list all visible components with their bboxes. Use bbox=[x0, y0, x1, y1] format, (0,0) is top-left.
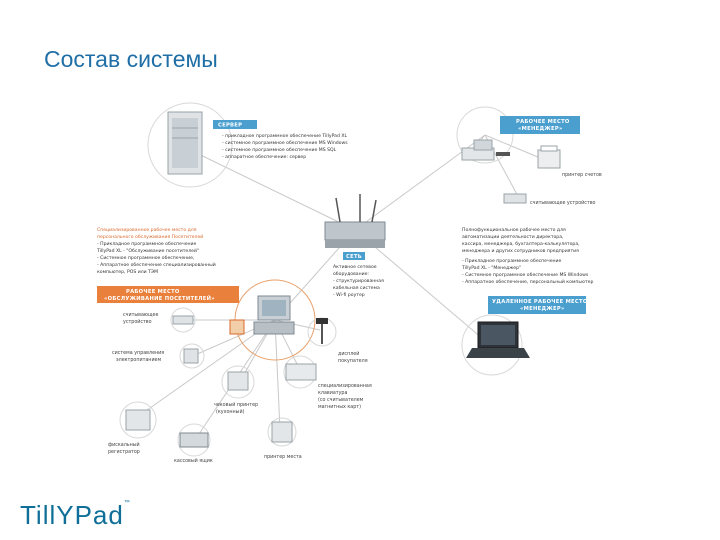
logo-text: TillYPad bbox=[20, 500, 124, 530]
peripheral-receipt-printer: чековый принтер (кухонный) bbox=[214, 365, 258, 415]
bill-printer-icon bbox=[537, 145, 561, 169]
pos-terminal-icon bbox=[253, 295, 295, 335]
right-block-line: - Аппаратное обеспечение, персональный к… bbox=[462, 278, 593, 285]
reader-label: считывающее bbox=[123, 313, 158, 318]
access-label: электропитанием bbox=[116, 358, 162, 363]
card-reader-device-icon bbox=[172, 315, 194, 325]
peripheral-fiscal: фискальный регистратор bbox=[108, 401, 157, 455]
display-label: покупателя bbox=[338, 359, 368, 364]
peripheral-access: система управления электропитанием bbox=[112, 343, 205, 369]
manager-circle bbox=[456, 106, 514, 164]
right-block-line: автоматизации деятельности директора, bbox=[462, 235, 564, 240]
peripheral-place-printer: принтер места bbox=[264, 417, 302, 460]
network-line: - Wi-fi роутер bbox=[333, 292, 365, 298]
visitor-tag-line1: РАБОЧЕЕ МЕСТО bbox=[126, 289, 180, 295]
hand-reader-icon bbox=[229, 319, 245, 335]
cash-drawer-label: кассовый ящик bbox=[174, 457, 213, 464]
right-block-line: TillyPad XL - "Менеджер" bbox=[461, 265, 521, 271]
tillypad-logo: TillYPad™ bbox=[20, 500, 131, 531]
manager-tag-line1: РАБОЧЕЕ МЕСТО bbox=[516, 119, 570, 125]
access-label: система управления bbox=[112, 351, 164, 356]
logo-mark: ™ bbox=[123, 500, 131, 506]
left-block-line: компьютер, POS или ТЭМ bbox=[97, 269, 158, 275]
reader-label: устройство bbox=[123, 318, 152, 325]
remote-tag bbox=[488, 296, 586, 314]
server-icon bbox=[147, 102, 233, 188]
card-reader-icon bbox=[503, 193, 527, 204]
keyboard-label: специализированная bbox=[318, 384, 372, 389]
visitor-tag-line2: «ОБСЛУЖИВАНИЕ ПОСЕТИТЕЛЕЙ» bbox=[104, 294, 215, 302]
customer-display-icon bbox=[316, 318, 328, 324]
server-line: - аппаратное обеспечение: сервер bbox=[222, 154, 306, 160]
network-tag bbox=[343, 252, 365, 260]
bill-printer-label: принтер счетов bbox=[562, 173, 602, 178]
keyboard-label: магнитных карт) bbox=[318, 404, 361, 410]
left-block-line: - Аппаратное обеспечение специализирован… bbox=[97, 261, 216, 268]
fiscal-label: регистратор bbox=[108, 450, 140, 455]
place-printer-icon bbox=[271, 421, 293, 443]
network-tag-label: СЕТЬ bbox=[346, 254, 362, 260]
keyboard-label: (со считывателем bbox=[318, 397, 364, 403]
network-switch-icon bbox=[324, 194, 386, 248]
fiscal-label: фискальный bbox=[108, 441, 140, 448]
fiscal-registrar-icon bbox=[125, 409, 151, 431]
cash-drawer-icon bbox=[179, 432, 209, 448]
page-title: Состав системы bbox=[44, 46, 218, 72]
keyboard-icon bbox=[285, 363, 317, 381]
kitchen-printer-icon bbox=[227, 371, 249, 391]
remote-circle bbox=[461, 314, 523, 376]
server-tag-label: СЕРВЕР bbox=[218, 123, 242, 129]
server-line: - системное программное обеспечение MS S… bbox=[222, 147, 337, 153]
peripheral-cash-drawer: кассовый ящик bbox=[174, 423, 213, 464]
network-line: кабельная система bbox=[333, 285, 380, 291]
place-printer-label: принтер места bbox=[264, 455, 302, 460]
left-block-line: TillyPad XL - "Обслуживание посетителей" bbox=[96, 247, 199, 254]
left-block-line: Специализированное рабочее место для bbox=[97, 227, 197, 233]
visitor-tag bbox=[97, 286, 239, 303]
display-label: дисплей bbox=[338, 350, 359, 357]
remote-tag-line2: «МЕНЕДЖЕР» bbox=[520, 306, 565, 312]
manager-tag bbox=[500, 116, 580, 134]
left-block-line: - Прикладное программное обеспечение bbox=[97, 241, 197, 247]
left-block-line: персонального обслуживания Посетителей bbox=[97, 233, 203, 240]
right-block-line: - Системное программное обеспечение MS W… bbox=[462, 272, 589, 278]
right-block-line: кассира, менеджера, бухгалтера-калькулят… bbox=[462, 241, 580, 247]
network-line: - структурированная bbox=[333, 279, 384, 284]
server-line: - прикладное программное обеспечение Til… bbox=[222, 133, 347, 139]
left-block-line: - Системное программное обеспечение, bbox=[97, 255, 195, 261]
peripheral-keyboard: специализированная клавиатура (со считыв… bbox=[283, 355, 372, 410]
receipt-printer-label: (кухонный) bbox=[216, 408, 245, 415]
peripheral-reader: считывающее устройство bbox=[123, 307, 196, 333]
server-tag bbox=[213, 120, 257, 129]
right-block-line: Полнофункциональное рабочее место для bbox=[462, 227, 566, 233]
receipt-printer-label: чековый принтер bbox=[214, 401, 258, 408]
right-block-line: - Прикладное программное обеспечение bbox=[462, 258, 562, 264]
right-block-line: менеджера и других сотрудников предприят… bbox=[462, 249, 579, 254]
laptop-icon bbox=[466, 321, 530, 358]
card-reader-label: считывающее устройство bbox=[530, 199, 596, 206]
peripheral-display: дисплей покупателя bbox=[307, 317, 368, 364]
power-control-icon bbox=[183, 348, 199, 364]
manager-tag-line2: «МЕНЕДЖЕР» bbox=[518, 126, 563, 132]
network-line: Активное сетевое bbox=[333, 264, 377, 270]
server-line: - системное программное обеспечение MS W… bbox=[222, 140, 348, 146]
manager-pc-icon bbox=[461, 139, 510, 161]
remote-tag-line1: УДАЛЕННОЕ РАБОЧЕЕ МЕСТО bbox=[492, 299, 588, 305]
network-line: оборудование: bbox=[333, 271, 369, 277]
keyboard-label: клавиатура bbox=[318, 391, 347, 396]
